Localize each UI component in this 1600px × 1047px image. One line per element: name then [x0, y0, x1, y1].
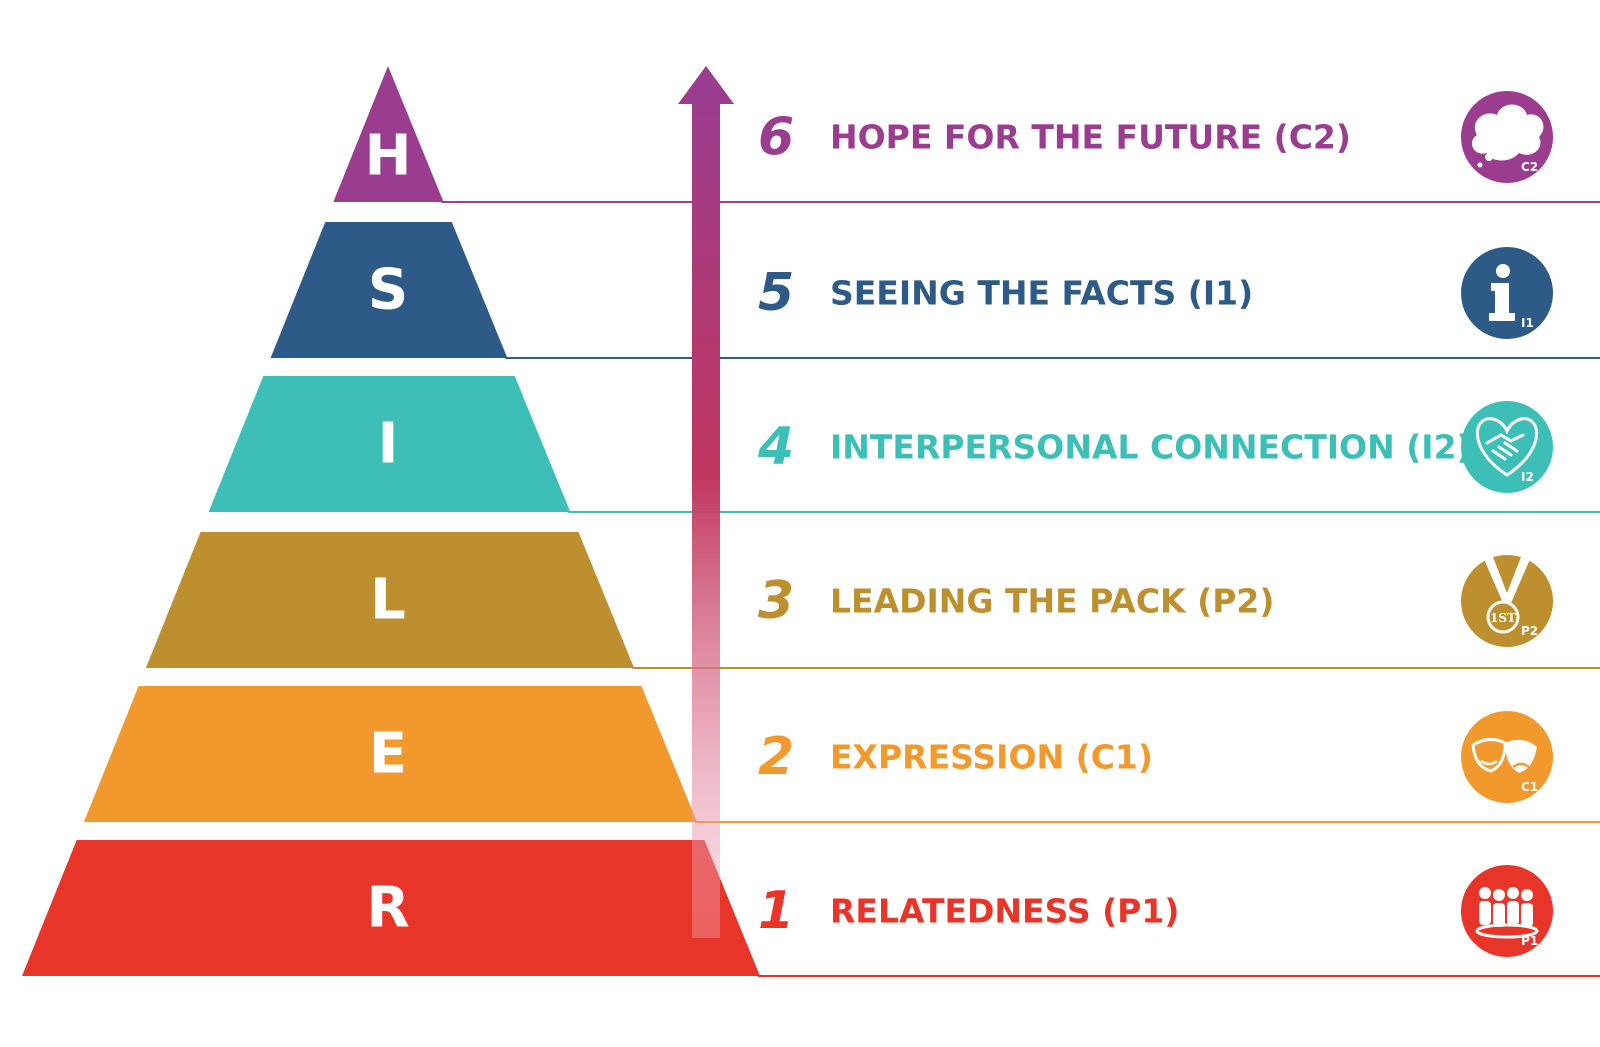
thought-bubble-icon: C2 [1461, 91, 1553, 183]
icon-badge-p1: P1 [1521, 934, 1538, 948]
medal-label: 1ST [1490, 611, 1516, 625]
medal-icon: 1ST P2 [1461, 555, 1553, 647]
pyramid-letter-s: S [368, 258, 408, 323]
theater-masks-icon: C1 [1461, 711, 1553, 803]
handshake-heart-icon: I2 [1461, 401, 1553, 493]
pyramid-letter-e: E [369, 722, 407, 787]
icon-badge-c2: C2 [1521, 160, 1538, 174]
pyramid-band-h [333, 66, 444, 202]
pyramid-letter-h: H [365, 124, 412, 189]
level-number-2: 2 [758, 727, 794, 787]
icon-badge-i1: I1 [1521, 316, 1534, 330]
pyramid-band-l [145, 532, 635, 668]
pyramid-letter-r: R [366, 876, 409, 941]
pyramid-letter-l: L [370, 568, 406, 633]
level-label-2: EXPRESSION (C1) [830, 738, 1153, 777]
info-icon: I1 [1461, 247, 1553, 339]
icon-badge-c1: C1 [1521, 780, 1538, 794]
level-number-3: 3 [758, 571, 794, 631]
level-label-3: LEADING THE PACK (P2) [830, 582, 1274, 621]
level-label-5: SEEING THE FACTS (I1) [830, 274, 1253, 313]
pyramid-band-s [270, 222, 508, 358]
group-people-icon: P1 [1461, 865, 1553, 957]
icon-badge-i2: I2 [1521, 470, 1534, 484]
level-label-6: HOPE FOR THE FUTURE (C2) [830, 118, 1351, 157]
progress-arrow [678, 66, 734, 938]
level-label-4: INTERPERSONAL CONNECTION (I2) [830, 428, 1472, 467]
pyramid-band-r [22, 840, 760, 976]
arrow-head [678, 66, 734, 104]
pyramid-band-e [83, 686, 698, 822]
pyramid-band-i [208, 376, 571, 512]
level-number-6: 6 [758, 107, 794, 167]
level-label-1: RELATEDNESS (P1) [830, 892, 1179, 931]
level-number-4: 4 [757, 417, 794, 477]
level-number-5: 5 [758, 263, 794, 323]
level-number-1: 1 [758, 881, 794, 941]
pyramid-letter-i: I [378, 412, 399, 477]
icon-badge-p2: P2 [1521, 624, 1538, 638]
